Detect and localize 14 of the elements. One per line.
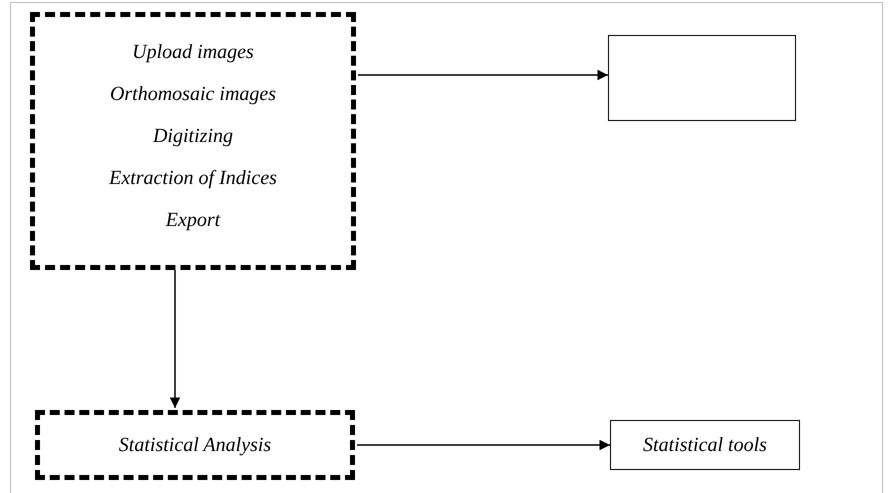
step-text: Statistical Analysis [118, 434, 272, 456]
step-text: Export [166, 208, 220, 232]
step-text: Extraction of Indices [109, 166, 277, 190]
empty-box [608, 35, 796, 121]
process-box [610, 420, 800, 470]
step-text: Digitizing [152, 124, 233, 148]
arrow [357, 440, 610, 450]
dashed-process-box [30, 12, 356, 270]
arrow [358, 70, 608, 80]
step-text: Upload images [132, 40, 254, 64]
node-text: Statistical tools [643, 434, 767, 456]
dashed-process-box [35, 410, 355, 480]
arrow [170, 270, 180, 408]
step-text: Orthomosaic images [110, 82, 276, 106]
